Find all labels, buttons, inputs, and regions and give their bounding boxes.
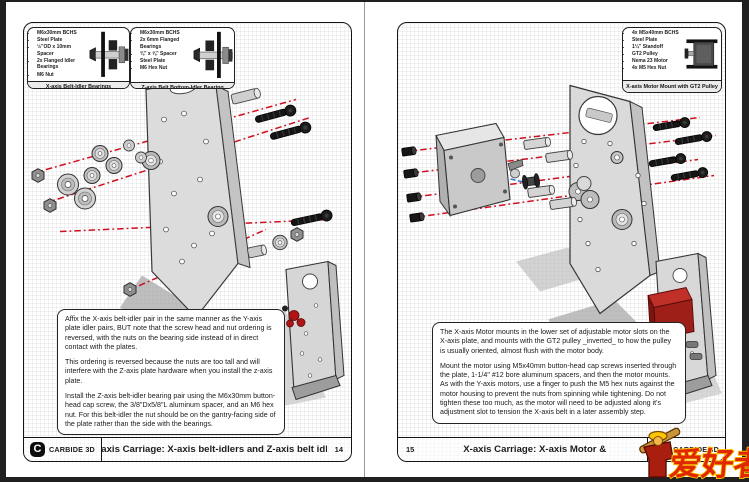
parts-list: M6x30mm BCHS Steel Plate ½"OD x 10mm Spa…: [29, 30, 88, 81]
part-item: 1¼" Standoff: [632, 44, 681, 51]
callout-label: Z-axis Belt Bottom-Idler Bearing: [131, 81, 234, 88]
part-item: GT2 Pulley: [632, 51, 681, 58]
shaft-washer: [510, 168, 520, 179]
m5-button-head-screws: [647, 116, 714, 184]
part-item: ⅜" x ⅝" Spacer: [140, 51, 192, 58]
part-item: M6 Nut: [37, 72, 88, 79]
red-idler-cluster: [286, 310, 306, 328]
m5-cap-screws: [401, 146, 426, 223]
page-15-content: 4x M5x40mm BCHS Steel Plate 1¼" Standoff…: [398, 23, 725, 437]
page-15-footer: 15 X-axis Carriage: X-axis Motor & C CAR…: [398, 437, 725, 461]
page-gutter-divider: [364, 2, 365, 477]
part-item: M6 Hex Nut: [140, 65, 192, 72]
xaxis-motor-exploded-diagram: [401, 84, 722, 408]
small-bearing: [610, 151, 624, 164]
nema23-motor: [435, 122, 524, 218]
paragraph: Install the Z-axis belt-idler bearing pa…: [65, 391, 276, 428]
chapter-title: X-axis Carriage: X-axis belt-idlers and …: [101, 444, 327, 455]
window-frame-right: [742, 0, 749, 482]
manual-page-14: M6x30mm BCHS Steel Plate ½"OD x 10mm Spa…: [23, 22, 352, 462]
parts-list: M6x30mm BCHS 2x 6mm Flanged Bearings ⅜" …: [132, 30, 192, 82]
part-item: ½"OD x 10mm Spacer: [37, 44, 88, 57]
xaxis-plate: [568, 84, 661, 315]
gt2-pulley: [522, 173, 540, 190]
brand-cell: C CARBIDE 3D: [647, 438, 725, 461]
callout-label: X-axis Motor Mount with GT2 Pulley: [623, 80, 721, 92]
brand-name: CARBIDE 3D: [49, 445, 95, 454]
parts-list: 4x M5x40mm BCHS Steel Plate 1¼" Standoff…: [624, 30, 681, 80]
mounted-bearing: [611, 209, 633, 230]
button-head-screws: [247, 103, 334, 259]
chapter-title: X-axis Carriage: X-axis Motor &: [463, 444, 607, 455]
part-item: 2x Flanged Idler Bearings: [37, 58, 88, 71]
callout-xaxis-belt-idler-bearings: M6x30mm BCHS Steel Plate ½"OD x 10mm Spa…: [27, 27, 130, 89]
paragraph: Mount the motor using M5x40mm button-hea…: [440, 361, 677, 417]
instruction-textbox: Affix the X-axis belt-idler pair in the …: [57, 309, 285, 436]
window-frame-bottom: [0, 477, 749, 482]
motor-mount-icon: [684, 39, 718, 69]
zaxis-plate-subassembly: [282, 260, 345, 401]
part-item: Steel Plate: [140, 58, 192, 65]
paragraph: This ordering is reversed because the nu…: [65, 358, 273, 385]
part-item: Nema 23 Motor: [632, 58, 681, 65]
page-14-footer: C CARBIDE 3D X-axis Carriage: X-axis bel…: [24, 437, 351, 461]
page-number: 14: [334, 445, 343, 454]
window-frame-left: [0, 0, 6, 482]
belt-idler-cross-section-icon: [89, 31, 129, 77]
carbide3d-logo-icon: C: [30, 442, 45, 457]
motor-shaft: [507, 158, 524, 172]
window-frame-top: [0, 0, 749, 2]
mounted-idler-bearing-2: [207, 206, 229, 227]
callout-xaxis-motor-mount: 4x M5x40mm BCHS Steel Plate 1¼" Standoff…: [622, 27, 722, 93]
manual-page-15: 4x M5x40mm BCHS Steel Plate 1¼" Standoff…: [397, 22, 726, 462]
part-item: Steel Plate: [632, 37, 681, 44]
paragraph: Affix the X-axis belt-idler pair in the …: [65, 315, 272, 351]
mounted-idler-stack: [568, 176, 600, 209]
aluminum-standoffs: [523, 136, 578, 211]
part-item: M6x30mm BCHS: [37, 30, 88, 37]
page-number: 15: [406, 445, 415, 454]
instruction-textbox: The X-axis Motor mounts in the lower set…: [432, 322, 686, 424]
part-item: 4x M5 Hex Nut: [632, 65, 681, 72]
brand-name: CARBIDE 3D: [673, 445, 719, 454]
page-14-content: M6x30mm BCHS Steel Plate ½"OD x 10mm Spa…: [24, 23, 351, 437]
carbide3d-logo-icon: C: [654, 442, 670, 457]
part-item: M6x30mm BCHS: [140, 30, 192, 37]
callout-label: X-axis Belt-Idler Bearings: [28, 80, 129, 88]
brand-cell: C CARBIDE 3D: [24, 438, 102, 461]
part-item: Steel Plate: [37, 37, 88, 44]
bottom-idler-cross-section-icon: [193, 31, 233, 78]
idler-hardware-stack: [31, 139, 147, 297]
callout-zaxis-bottom-idler-bearing: M6x30mm BCHS 2x 6mm Flanged Bearings ⅜" …: [130, 27, 235, 89]
paragraph: The X-axis Motor mounts in the lower set…: [440, 328, 672, 355]
part-item: 4x M5x40mm BCHS: [632, 30, 681, 37]
part-item: 2x 6mm Flanged Bearings: [140, 37, 192, 50]
